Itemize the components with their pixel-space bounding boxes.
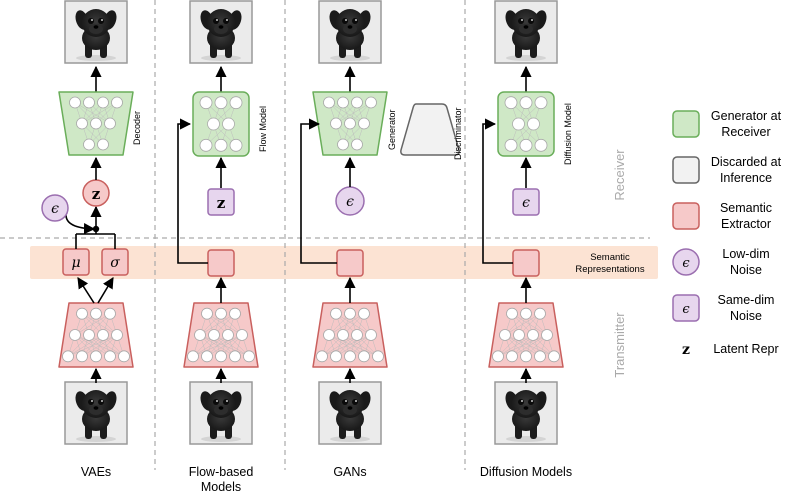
- semantic-band-label: Semantic Representations: [575, 252, 644, 275]
- svg-text:Semantic: Semantic: [720, 201, 772, 215]
- gan-semantic-extractor: [312, 302, 388, 368]
- diffusion-noise: ϵ: [512, 188, 540, 216]
- transmitter-label: Transmitter: [612, 312, 627, 378]
- vae-decoder: [58, 91, 134, 156]
- flow-skip-arrow: [177, 118, 208, 264]
- svg-text:ϵ: ϵ: [682, 302, 690, 317]
- gan-output-image: [318, 0, 382, 64]
- vae-join-dot: [92, 225, 100, 233]
- diffusion-column-label: Diffusion Models: [480, 465, 572, 479]
- flow-input-image: [189, 381, 253, 445]
- diffusion-output-image: [494, 0, 558, 64]
- svg-text:ϵ: ϵ: [522, 195, 530, 211]
- legend-item-latent: z Latent Repr: [682, 342, 779, 358]
- vae-input-image: [64, 381, 128, 445]
- diffusion-semantic-repr: [512, 249, 540, 277]
- svg-text:Noise: Noise: [730, 309, 762, 323]
- gan-discriminator-label: Discriminator: [453, 107, 463, 160]
- gan-column-label: GANs: [333, 465, 366, 479]
- svg-text:Generator at: Generator at: [711, 109, 782, 123]
- svg-text:Semantic: Semantic: [590, 252, 630, 263]
- vae-eps-arrow: [65, 214, 96, 235]
- flow-model-label: Flow Model: [258, 106, 268, 152]
- flow-latent-z: z: [207, 188, 235, 216]
- vae-semantic-extractor: [58, 302, 134, 368]
- gan-generator-label: Generator: [387, 109, 397, 150]
- gan-input-image: [318, 381, 382, 445]
- flow-model-network: [192, 91, 250, 157]
- svg-text:Latent Repr: Latent Repr: [713, 342, 778, 356]
- gan-noise: ϵ: [335, 186, 365, 216]
- svg-text:ϵ: ϵ: [346, 194, 354, 210]
- vae-mu-box: μ: [62, 248, 90, 276]
- svg-text:ϵ: ϵ: [51, 201, 59, 217]
- flow-semantic-repr: [207, 249, 235, 277]
- svg-text:Representations: Representations: [575, 264, 644, 275]
- vae-decoder-label: Decoder: [132, 111, 142, 145]
- vae-mu-arrow: [77, 277, 95, 304]
- vae-sigma-arrow: [97, 277, 114, 304]
- svg-text:GANs: GANs: [333, 465, 366, 479]
- diffusion-model-label: Diffusion Model: [563, 103, 573, 165]
- diffusion-semantic-extractor: [488, 302, 564, 368]
- flow-semantic-extractor: [183, 302, 259, 368]
- svg-text:z: z: [682, 342, 690, 358]
- svg-text:Same-dim: Same-dim: [718, 293, 775, 307]
- flow-output-image: [189, 0, 253, 64]
- diffusion-skip-arrow: [482, 118, 513, 264]
- svg-text:VAEs: VAEs: [81, 465, 111, 479]
- receiver-label: Receiver: [612, 149, 627, 201]
- svg-text:Discarded at: Discarded at: [711, 155, 782, 169]
- gan-discriminator: [400, 103, 460, 156]
- svg-text:z: z: [92, 185, 101, 203]
- svg-text:σ: σ: [110, 255, 120, 271]
- vae-z-circle: z: [82, 179, 110, 207]
- gan-semantic-repr: [336, 249, 364, 277]
- vae-sigma-box: σ: [101, 248, 129, 276]
- svg-text:μ: μ: [71, 255, 80, 271]
- legend-item-discarded: Discarded at Inference: [672, 155, 782, 185]
- svg-text:Receiver: Receiver: [721, 125, 770, 139]
- svg-text:ϵ: ϵ: [682, 256, 690, 271]
- svg-text:Low-dim: Low-dim: [722, 247, 769, 261]
- vae-eps-circle: ϵ: [41, 194, 69, 222]
- svg-text:z: z: [217, 194, 226, 212]
- legend-item-generator: Generator at Receiver: [672, 109, 782, 139]
- svg-text:Models: Models: [201, 480, 241, 494]
- vae-output-image: [64, 0, 128, 64]
- gan-skip-arrow: [300, 118, 337, 264]
- svg-text:Noise: Noise: [730, 263, 762, 277]
- svg-text:Diffusion Models: Diffusion Models: [480, 465, 572, 479]
- svg-text:Extractor: Extractor: [721, 217, 771, 231]
- diffusion-input-image: [494, 381, 558, 445]
- svg-text:Flow-based: Flow-based: [189, 465, 254, 479]
- svg-text:Inference: Inference: [720, 171, 772, 185]
- vae-column-label: VAEs: [81, 465, 111, 479]
- diffusion-model-network: [497, 91, 555, 157]
- gan-generator: [312, 91, 388, 156]
